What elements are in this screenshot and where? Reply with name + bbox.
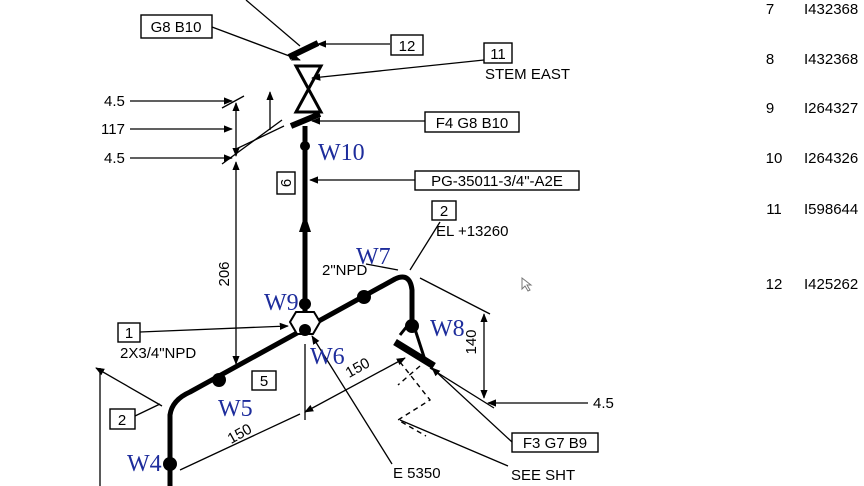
tag-boxes xyxy=(109,14,599,453)
bom-no: 9 xyxy=(766,100,774,117)
label-dim-206: 206 xyxy=(216,261,233,286)
bom-code: I432368 xyxy=(804,51,858,68)
weld-dot-w6 xyxy=(299,324,311,336)
box-tag1 xyxy=(117,322,141,343)
label-2x34npd: 2X3/4"NPD xyxy=(120,345,196,362)
label-tag12-top: 12 xyxy=(399,38,416,55)
label-2npd: 2"NPD xyxy=(322,262,368,279)
bom-code: I264327 xyxy=(804,100,858,117)
label-see-sht: SEE SHT xyxy=(511,467,575,484)
box-tag12 xyxy=(390,34,424,56)
label-tag6: 6 xyxy=(278,179,295,187)
label-pg-line: PG-35011-3/4"-A2E xyxy=(431,173,563,190)
label-f3g7b9: F3 G7 B9 xyxy=(523,435,587,452)
weld-label-w6: W6 xyxy=(310,344,345,370)
bom-table: 7 I432368 8 I432368 9 I264327 10 I264326… xyxy=(766,1,859,293)
label-dim-117: 117 xyxy=(101,121,125,138)
box-g8b10 xyxy=(140,14,213,39)
bom-no: 10 xyxy=(766,150,783,167)
mouse-cursor-icon xyxy=(521,276,533,292)
box-pg-line xyxy=(414,170,580,191)
box-tag6 xyxy=(276,171,296,195)
label-tag1: 1 xyxy=(125,325,133,342)
label-g8b10: G8 B10 xyxy=(151,19,202,36)
flange-w8 xyxy=(393,316,436,437)
bom-code: I264326 xyxy=(804,150,858,167)
bom-code: I432368 xyxy=(804,1,858,18)
dimension-lines xyxy=(95,0,588,486)
weld-label-w4: W4 xyxy=(127,451,162,477)
label-stem-east: STEM EAST xyxy=(485,66,570,83)
box-f4g8b10 xyxy=(424,111,520,133)
weld-labels: W10 W9 W7 W8 W6 W5 W4 xyxy=(127,140,465,477)
bom-no: 7 xyxy=(766,1,774,18)
weld-dot-w7 xyxy=(357,290,371,304)
label-tag5: 5 xyxy=(260,373,268,390)
box-tag2-top xyxy=(431,200,457,221)
label-dim-45-c: 4.5 xyxy=(593,395,614,412)
weld-label-w9: W9 xyxy=(264,290,299,316)
bom-no: 11 xyxy=(766,201,782,218)
box-f3g7b9 xyxy=(511,432,599,453)
weld-dot-w4 xyxy=(163,457,177,471)
weld-dot-w9 xyxy=(299,298,311,310)
label-dim-140: 140 xyxy=(463,329,480,354)
pipe-run xyxy=(167,143,415,486)
weld-dot-w5 xyxy=(212,373,226,387)
bom-no: 8 xyxy=(766,51,774,68)
weld-label-w8: W8 xyxy=(430,316,465,342)
label-el: EL +13260 xyxy=(436,223,508,240)
label-dim-150-b: 150 xyxy=(225,421,255,448)
gate-valve-symbol xyxy=(287,40,324,146)
label-e5350: E 5350 xyxy=(393,465,441,482)
weld-label-w5: W5 xyxy=(218,396,253,422)
reducer-fitting xyxy=(288,311,322,335)
box-tag2-left xyxy=(109,408,136,430)
label-tag2-top: 2 xyxy=(440,203,448,220)
bom-no: 12 xyxy=(766,276,783,293)
label-dim-45-b: 4.5 xyxy=(104,150,125,167)
bom-code: I425262 xyxy=(804,276,858,293)
weld-label-w10: W10 xyxy=(318,140,365,166)
label-tag11: 11 xyxy=(490,46,506,63)
label-tag2-left: 2 xyxy=(118,412,126,429)
weld-points xyxy=(163,141,419,471)
box-tag11 xyxy=(483,42,513,64)
label-f4g8b10: F4 G8 B10 xyxy=(436,115,509,132)
label-dim-45-a: 4.5 xyxy=(104,93,125,110)
box-tag5 xyxy=(251,370,277,391)
weld-label-w7: W7 xyxy=(356,244,391,270)
bom-code: I598644 xyxy=(804,201,858,218)
